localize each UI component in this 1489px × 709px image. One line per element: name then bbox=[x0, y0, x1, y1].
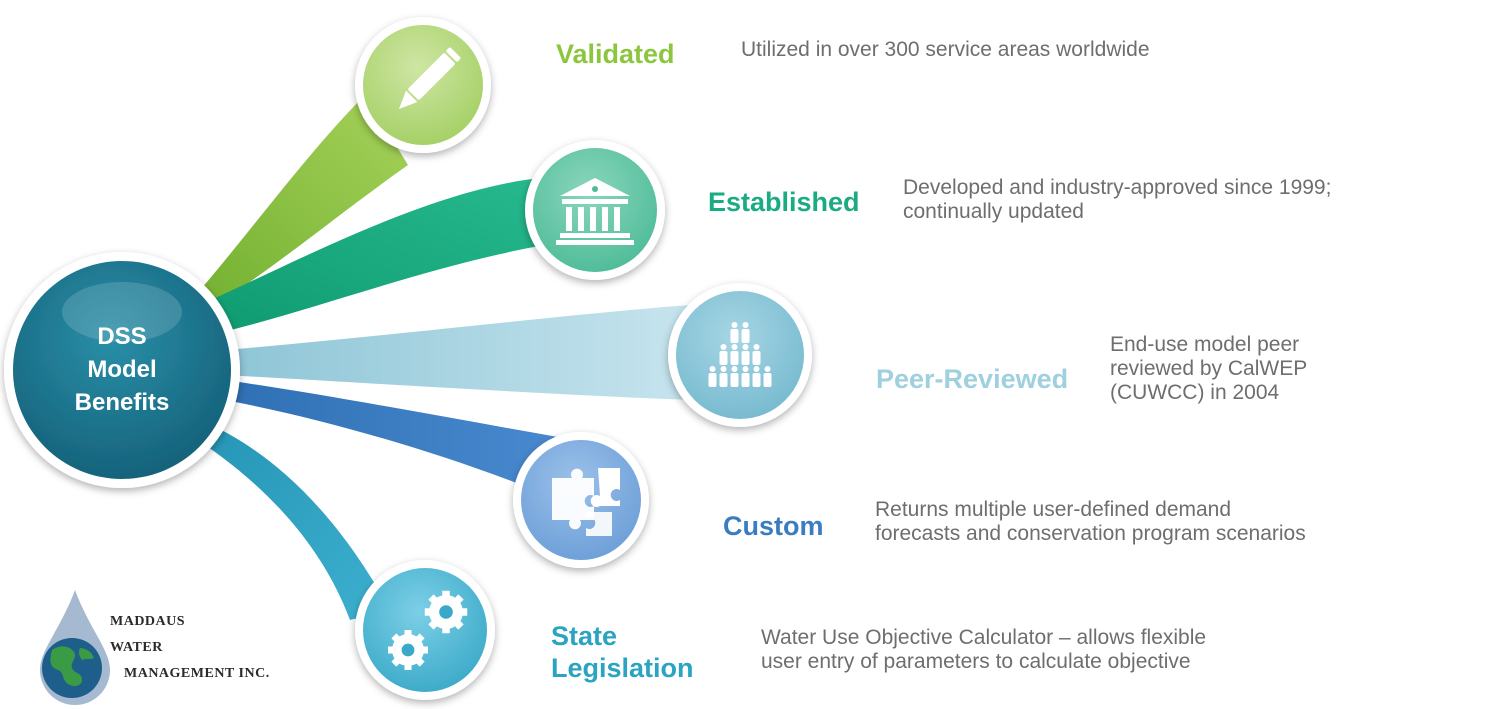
custom-description: Returns multiple user-defined demand for… bbox=[875, 498, 1306, 546]
custom-description-line: forecasts and conservation program scena… bbox=[875, 522, 1306, 545]
peer-reviewed-description-line: (CUWCC) in 2004 bbox=[1110, 381, 1280, 404]
ribbon-established bbox=[200, 178, 545, 335]
gears-icon bbox=[388, 590, 468, 670]
logo-line-2: WATER bbox=[110, 640, 163, 655]
peer-reviewed-label: Peer-Reviewed bbox=[876, 364, 1069, 394]
state-legislation-node bbox=[355, 560, 495, 700]
validated-description-line: Utilized in over 300 service areas world… bbox=[741, 38, 1150, 61]
hub-line-2: Model bbox=[87, 356, 157, 383]
state-legislation-label-line: State bbox=[551, 621, 618, 651]
validated-description: Utilized in over 300 service areas world… bbox=[741, 38, 1150, 62]
hub-node bbox=[4, 252, 240, 488]
established-description-line: continually updated bbox=[903, 200, 1084, 223]
peer-reviewed-description-line: reviewed by CalWEP bbox=[1110, 357, 1308, 380]
custom-description-line: Returns multiple user-defined demand bbox=[875, 498, 1232, 521]
ribbon-custom bbox=[225, 380, 575, 500]
established-label: Established bbox=[708, 187, 860, 217]
hub-line-1: DSS bbox=[97, 323, 147, 350]
ribbon-peer-reviewed bbox=[225, 305, 690, 400]
validated-label: Validated bbox=[556, 39, 675, 69]
pencil-icon bbox=[398, 47, 461, 110]
state-legislation-description: Water Use Objective Calculator – allows … bbox=[761, 626, 1206, 674]
state-legislation-description-line: user entry of parameters to calculate ob… bbox=[761, 650, 1191, 673]
hub-title: DSS Model Benefits bbox=[30, 320, 214, 419]
ribbon-state-legislation bbox=[190, 420, 390, 620]
state-legislation-label-line: Legislation bbox=[551, 653, 694, 683]
established-description-line: Developed and industry-approved since 19… bbox=[903, 176, 1332, 199]
state-legislation-description-line: Water Use Objective Calculator – allows … bbox=[761, 626, 1207, 649]
people-pyramid-icon bbox=[708, 322, 772, 387]
hub-line-3: Benefits bbox=[74, 389, 170, 416]
peer-reviewed-node bbox=[668, 283, 812, 427]
established-description: Developed and industry-approved since 19… bbox=[903, 176, 1331, 224]
bank-building-icon bbox=[556, 178, 634, 245]
logo-line-3: MANAGEMENT INC. bbox=[124, 666, 270, 681]
ribbon-validated bbox=[175, 95, 408, 318]
peer-reviewed-description-line: End-use model peer bbox=[1110, 333, 1300, 356]
water-drop-globe-icon bbox=[39, 590, 110, 706]
logo-line-1: MADDAUS bbox=[110, 614, 186, 629]
state-legislation-label: State Legislation bbox=[551, 620, 694, 684]
custom-label: Custom bbox=[723, 511, 824, 541]
puzzle-icon bbox=[552, 468, 620, 536]
peer-reviewed-description: End-use model peer reviewed by CalWEP (C… bbox=[1110, 333, 1307, 405]
